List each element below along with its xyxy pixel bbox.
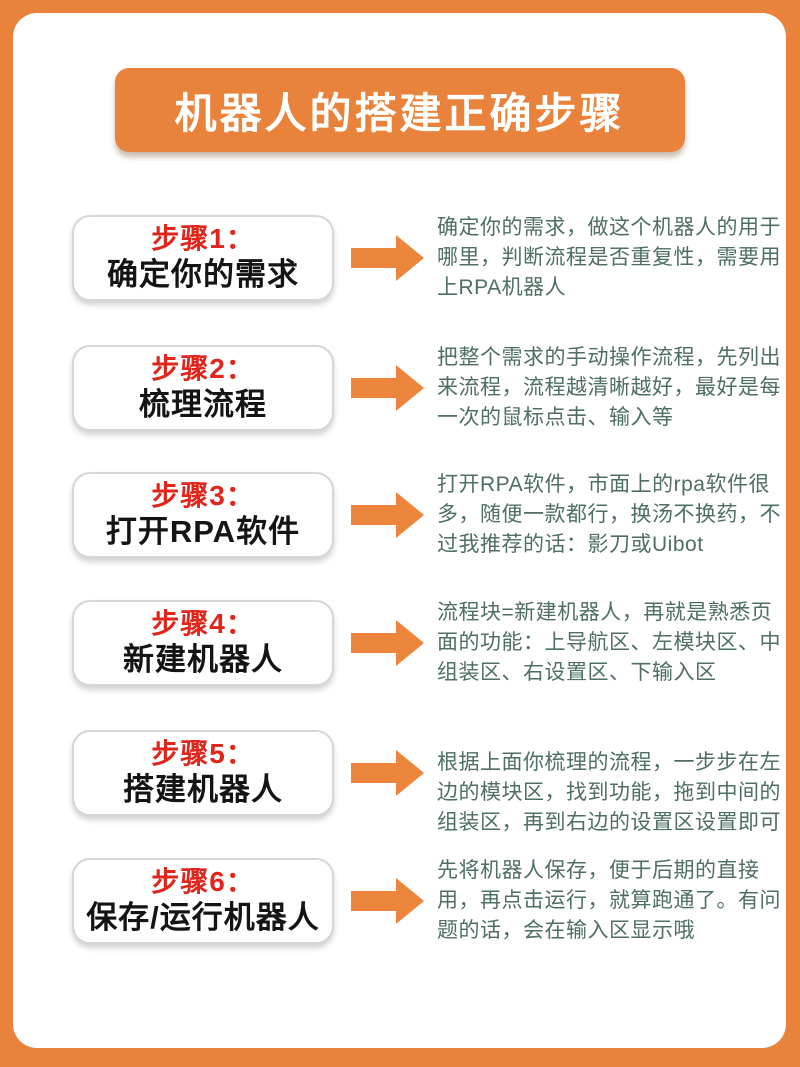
step-row-6: 步骤6： 保存/运行机器人 先将机器人保存，便于后期的直接用，再点击运行，就算跑… xyxy=(72,858,785,944)
step-card-2: 步骤2： 梳理流程 xyxy=(72,345,334,431)
step-name: 梳理流程 xyxy=(139,387,267,422)
step-card-5: 步骤5： 搭建机器人 xyxy=(72,730,334,816)
arrow-right-icon xyxy=(351,878,424,924)
step-row-4: 步骤4： 新建机器人 流程块=新建机器人，再就是熟悉页面的功能：上导航区、左模块… xyxy=(72,600,785,686)
step-description: 确定你的需求，做这个机器人的用于哪里，判断流程是否重复性，需要用上RPA机器人 xyxy=(437,216,781,299)
step-description: 根据上面你梳理的流程，一步步在左边的模块区，找到功能，拖到中间的组装区，再到右边… xyxy=(437,751,781,834)
page-title: 机器人的搭建正确步骤 xyxy=(174,89,625,137)
step-label: 步骤1： xyxy=(151,223,255,254)
step-label: 步骤6： xyxy=(151,866,255,897)
step-description: 把整个需求的手动操作流程，先列出来流程，流程越清晰越好，最好是每一次的鼠标点击、… xyxy=(437,346,781,429)
step-card-3: 步骤3： 打开RPA软件 xyxy=(72,472,334,558)
step-name: 新建机器人 xyxy=(123,642,283,677)
arrow-right-icon xyxy=(351,235,424,281)
step-row-1: 步骤1： 确定你的需求 确定你的需求，做这个机器人的用于哪里，判断流程是否重复性… xyxy=(72,215,785,301)
step-name: 确定你的需求 xyxy=(107,257,299,292)
step-card-6: 步骤6： 保存/运行机器人 xyxy=(72,858,334,944)
step-label: 步骤5： xyxy=(151,738,255,769)
step-card-4: 步骤4： 新建机器人 xyxy=(72,600,334,686)
arrow-right-icon xyxy=(351,620,424,666)
arrow-right-icon xyxy=(351,492,424,538)
arrow-right-icon xyxy=(351,365,424,411)
step-name: 搭建机器人 xyxy=(123,772,283,807)
step-description: 先将机器人保存，便于后期的直接用，再点击运行，就算跑通了。有问题的话，会在输入区… xyxy=(437,859,781,942)
step-name: 保存/运行机器人 xyxy=(86,900,320,935)
step-name: 打开RPA软件 xyxy=(105,514,301,549)
step-row-5: 步骤5： 搭建机器人 根据上面你梳理的流程，一步步在左边的模块区，找到功能，拖到… xyxy=(72,730,785,834)
step-description: 流程块=新建机器人，再就是熟悉页面的功能：上导航区、左模块区、中组装区、右设置区… xyxy=(437,601,781,684)
step-label: 步骤4： xyxy=(151,608,255,639)
step-description: 打开RPA软件，市面上的rpa软件很多，随便一款都行，换汤不换药，不过我推荐的话… xyxy=(437,473,781,556)
page-title-banner: 机器人的搭建正确步骤 xyxy=(114,68,685,152)
arrow-right-icon xyxy=(351,750,424,796)
content-panel: 机器人的搭建正确步骤 步骤1： 确定你的需求 确定你的需求，做这个机器人的用于哪… xyxy=(13,13,786,1048)
step-card-1: 步骤1： 确定你的需求 xyxy=(72,215,334,301)
step-label: 步骤2： xyxy=(151,353,255,384)
step-label: 步骤3： xyxy=(151,480,255,511)
step-row-3: 步骤3： 打开RPA软件 打开RPA软件，市面上的rpa软件很多，随便一款都行，… xyxy=(72,472,785,558)
step-row-2: 步骤2： 梳理流程 把整个需求的手动操作流程，先列出来流程，流程越清晰越好，最好… xyxy=(72,345,785,431)
